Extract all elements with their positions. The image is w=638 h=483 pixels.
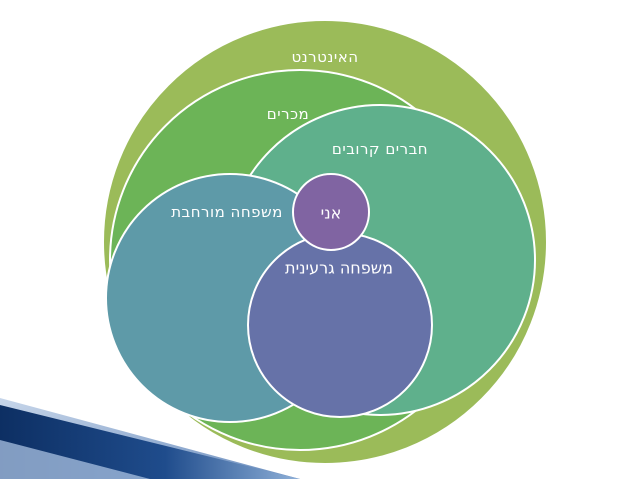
- corner-decoration: [0, 398, 300, 479]
- circle-me: [292, 173, 370, 251]
- label-extended-family: משפחה מורחבת: [171, 203, 283, 221]
- label-acquaintances: מכרים: [266, 105, 310, 123]
- label-close-friends: חברים קרובים: [331, 140, 429, 158]
- label-internet: האינטרנט: [291, 48, 359, 66]
- label-nuclear-family: משפחה גרעינית: [285, 258, 393, 278]
- label-me: אני: [320, 203, 342, 223]
- corner-light-shape: [0, 440, 150, 479]
